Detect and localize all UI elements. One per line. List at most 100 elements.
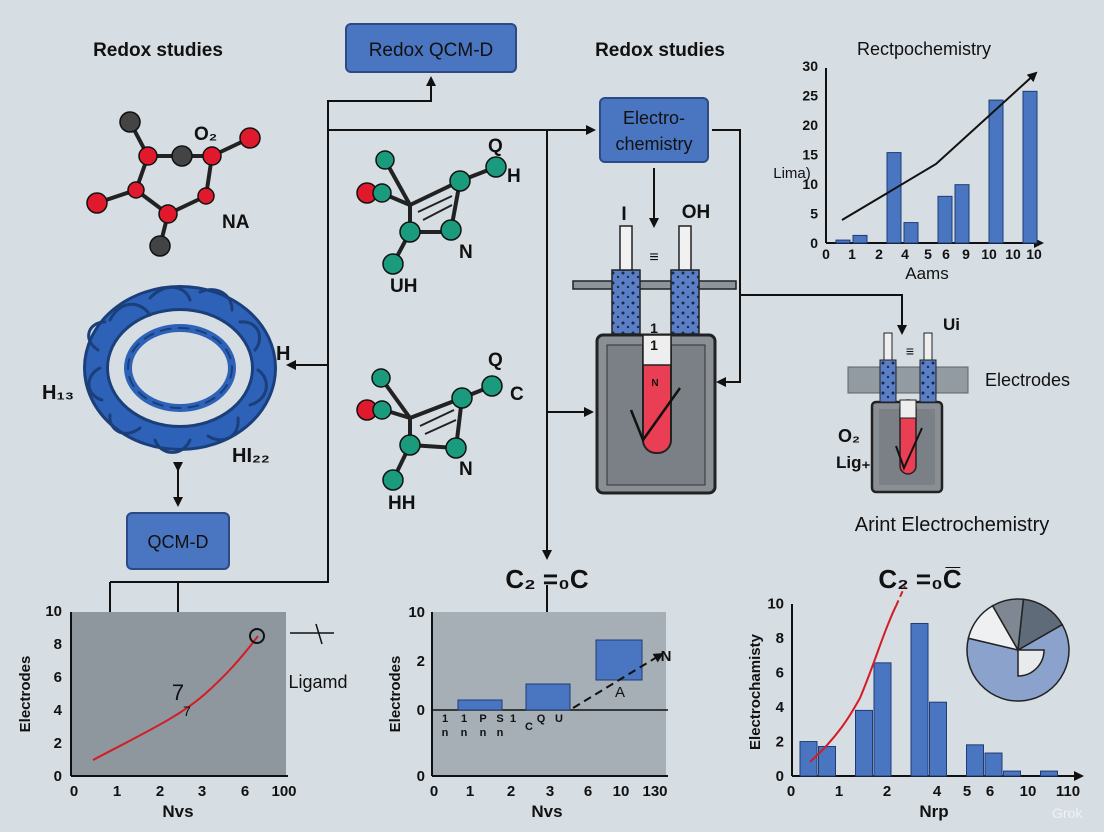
chart1-y-tick: 10 (802, 176, 818, 192)
chart1-y-tick: 15 (802, 147, 818, 163)
chart3-inline-label: n (442, 727, 449, 739)
formula-right: C₂ =₀C̅ (878, 564, 961, 594)
watermark: Grok (1052, 805, 1083, 821)
chart4-pie (966, 598, 1070, 702)
chart3-bar (595, 639, 643, 681)
chart2-y-tick: 6 (54, 669, 62, 686)
mid-heading: Redox studies (595, 40, 725, 61)
chart1-x-tick: 10 (981, 246, 997, 262)
arint-electrochemistry-label: Arint Electrochemistry (855, 514, 1050, 536)
molecule-2 (356, 150, 507, 275)
arrow-to-small-cell (740, 294, 907, 335)
chart2-y-tick: 8 (54, 636, 62, 653)
chart1-bar (937, 195, 953, 244)
chart3-y-tick: 0 (417, 702, 425, 719)
chart2-y-tick: 4 (54, 702, 63, 719)
chart4-bar (984, 752, 1003, 777)
chart4-y-tick: 8 (776, 630, 784, 647)
chart2-y-tick: 0 (54, 768, 62, 785)
chart3-x-tick: 0 (430, 783, 438, 800)
electrodes-label: Electrodes (985, 370, 1070, 390)
cell-1a-label: 1 (650, 320, 658, 336)
redox-qcmd-label: Redox QCM-D (369, 40, 494, 61)
electrochemistry-label-2: chemistry (615, 134, 692, 154)
chart1-bar (886, 152, 902, 244)
chart1-y-tick: 30 (802, 58, 818, 74)
chart4-xlabel: Nrp (919, 802, 948, 821)
chart2-x-tick: 100 (271, 783, 296, 800)
cell-eq-label: ≡ (649, 249, 658, 266)
chart2-y-tick: 2 (54, 735, 62, 752)
chart1-bar (988, 99, 1004, 244)
chart4-bar (929, 701, 947, 777)
chart3-bar (457, 699, 503, 711)
chart1-x-tick: 5 (924, 246, 932, 262)
chart3-x-tick: 1 (466, 783, 474, 800)
qcmd-box (126, 512, 230, 570)
cell-i-label: I (621, 204, 626, 225)
chart4-x-tick: 10 (1020, 783, 1037, 800)
chart2-x-tick: 0 (70, 783, 78, 800)
chart4-y-tick: 2 (776, 734, 784, 751)
chart4-bar (855, 709, 873, 777)
chart2-x-tick: 2 (156, 783, 164, 800)
chart2-x-tick: 6 (241, 783, 249, 800)
left-heading: Redox studies (93, 40, 223, 61)
chart1-x-tick: 6 (942, 246, 950, 262)
chart3-annotation-a: A (615, 684, 625, 701)
formula-mid: C₂ =₀C (505, 564, 588, 594)
chart3-inline-label: 1 (461, 713, 467, 725)
chart3-x-tick: 2 (507, 783, 515, 800)
chart4-bar (966, 744, 984, 777)
chart2-y-tick: 10 (45, 603, 62, 620)
chart3-inline-label: n (461, 727, 468, 739)
chart3-annotation-n: N (661, 648, 672, 665)
chart1-xlabel: Aams (905, 264, 948, 283)
chart3-inline-label: n (497, 727, 504, 739)
lig-label: Lig₊ (836, 453, 870, 472)
protein-h-label: H (276, 343, 290, 365)
chart3-inline-label: U (555, 713, 563, 725)
chart3-trend-line (572, 652, 664, 709)
chart1-x-tick: 10 (1005, 246, 1021, 262)
arrow-to-redox-qcmd (110, 76, 436, 583)
chart2-xlabel: Nvs (162, 802, 193, 821)
chart1-title: Rectpochemistry (857, 39, 991, 59)
chart2-x-tick: 1 (113, 783, 121, 800)
cell-oh-label: OH (682, 202, 711, 223)
chart3-ylabel: Electrodes (387, 656, 404, 733)
chart4-x-tick: 0 (787, 783, 795, 800)
chart1-y-tick: 5 (810, 206, 818, 222)
chart1-x-tick: 9 (962, 246, 970, 262)
chart3-inline-label: P (479, 713, 486, 725)
chart1-bar (852, 234, 868, 244)
chart1-y-tick: 0 (810, 235, 818, 251)
chart2-series-line (92, 635, 259, 761)
mol3-c-label: C (510, 384, 524, 405)
chart3-inline-label: 1 (442, 713, 448, 725)
mol3-q-label: Q (488, 350, 503, 371)
chart4-y-tick: 10 (767, 596, 784, 613)
chart3-y-tick: 10 (408, 604, 425, 621)
chart3-bar (525, 683, 571, 711)
chart4-x-tick: 110 (1056, 783, 1080, 800)
chart1-y-tick: 25 (802, 88, 818, 104)
chart4-trend-solid (809, 605, 897, 763)
mol3-hh-label: HH (388, 493, 415, 514)
chart1-bar (1022, 90, 1038, 244)
chart4-bar (1003, 770, 1021, 777)
chart3-inline-label: n (480, 727, 487, 739)
chart3-inline-label: S (496, 713, 503, 725)
chart3-inline-label: C (525, 721, 533, 733)
chart4-ylabel: Electrochamisty (747, 633, 764, 750)
mol1-o2-label: O₂ (194, 124, 217, 145)
o2-label: O₂ (838, 426, 860, 446)
chart3-inline-label: 1 (510, 713, 516, 725)
mol3-n-label: N (459, 459, 473, 480)
chart4-bar (1040, 770, 1058, 777)
small-electrochemical-cell (847, 332, 969, 494)
qcmd-label: QCM-D (148, 532, 209, 552)
chart4-pie-inner-slice (1017, 649, 1045, 677)
